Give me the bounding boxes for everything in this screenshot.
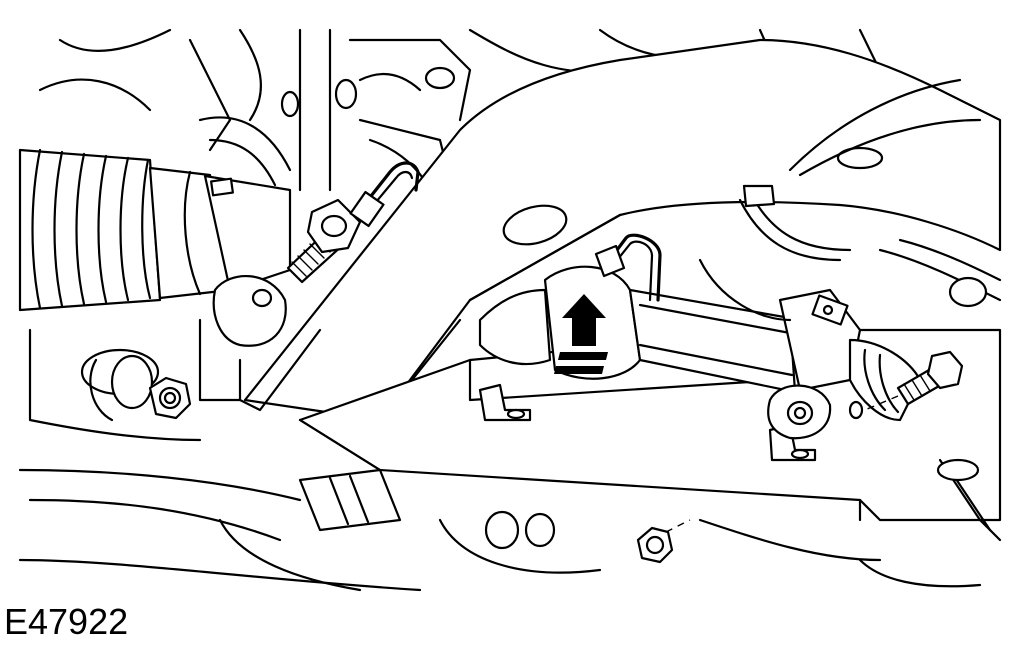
lower-components (18, 458, 1002, 592)
left-pinch-bolt (286, 198, 362, 284)
subframe (243, 38, 1002, 422)
frame-cutout (502, 204, 568, 246)
left-mount-area (28, 275, 322, 442)
steering-rack-boot (18, 148, 292, 312)
left-lower-nut (80, 348, 192, 422)
center-fluid-line (594, 233, 662, 302)
right-hoses (698, 184, 1002, 322)
right-mount-bolt (848, 350, 964, 420)
right-tie-rod-end (767, 384, 832, 440)
left-fluid-line (349, 161, 420, 228)
up-arrow-icon (554, 294, 608, 374)
steering-gear-illustration (18, 28, 1002, 592)
frame-hole (836, 146, 884, 170)
lower-center-nut (636, 519, 691, 564)
figure-id-label: E47922 (4, 601, 129, 642)
steering-gear-housing (478, 265, 922, 422)
